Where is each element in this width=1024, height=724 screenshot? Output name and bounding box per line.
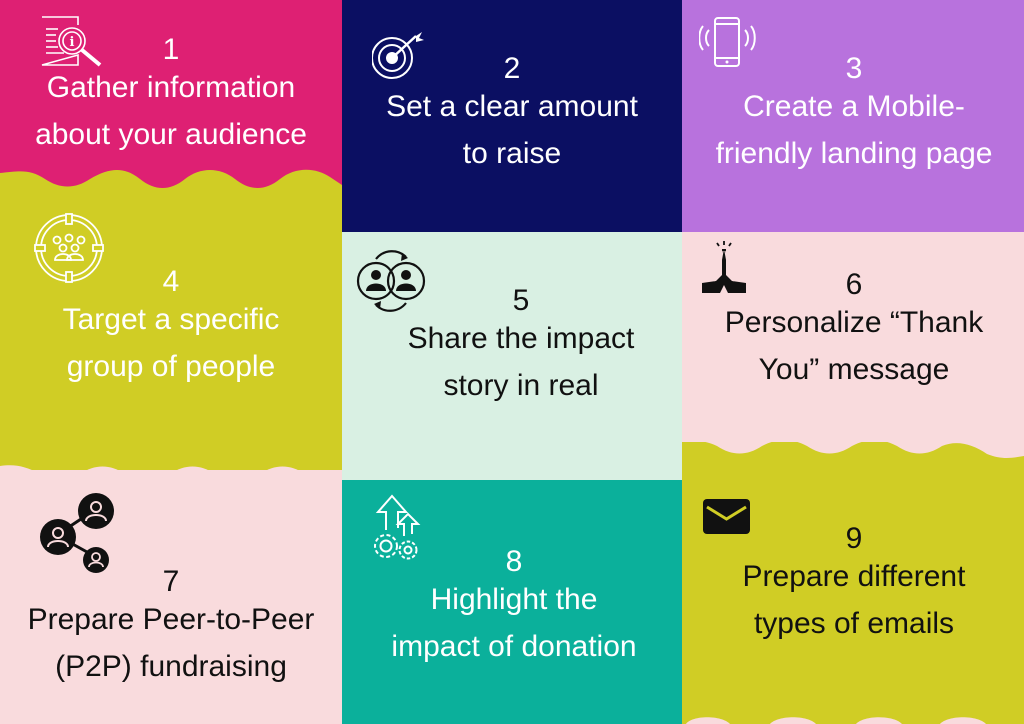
step-title-line1: Share the impact: [407, 322, 635, 355]
step-title-line1: Prepare different: [742, 560, 966, 593]
step-number: 7: [162, 565, 180, 598]
step-number: 8: [505, 545, 523, 578]
column-middle: 2 Set a clear amount to raise 5 Share th…: [342, 0, 682, 724]
step-title-line1: Highlight the: [430, 583, 598, 616]
growth-gears-icon: [374, 494, 421, 560]
wave-divider: [682, 432, 1024, 458]
step-2: 2 Set a clear amount to raise: [342, 52, 682, 177]
mobile-phone-icon: [699, 17, 756, 67]
step-5-background: [342, 232, 682, 480]
step-title-line2: about your audience: [35, 118, 307, 151]
step-title-line2: impact of donation: [391, 630, 637, 663]
step-number: 4: [162, 265, 180, 298]
step-title-line1: Target a specific: [62, 303, 280, 336]
wave-divider: [0, 169, 342, 205]
step-number: 5: [512, 284, 530, 317]
step-number: 2: [503, 52, 521, 85]
step-4: 4 Target a specific group of people: [0, 265, 342, 390]
step-title-line2: story in real: [443, 369, 599, 402]
step-4-background: [0, 200, 342, 470]
step-1-background: [0, 0, 342, 200]
step-7: 7 Prepare Peer-to-Peer (P2P) fundraising: [0, 565, 342, 690]
peer-network-icon: [40, 493, 114, 573]
info-search-icon: i: [41, 16, 102, 67]
step-title-line1: Create a Mobile-: [743, 90, 965, 123]
step-title-line1: Set a clear amount: [386, 90, 638, 123]
step-title-line2: (P2P) fundraising: [55, 650, 287, 683]
step-5: 5 Share the impact story in real: [342, 284, 682, 409]
step-number: 6: [845, 268, 863, 301]
step-title-line1: Gather information: [46, 71, 296, 104]
step-title-line2: types of emails: [753, 607, 955, 640]
target-icon: [372, 32, 424, 79]
step-number: 3: [845, 52, 863, 85]
step-title-line1: Prepare Peer-to-Peer: [27, 603, 315, 636]
step-3: 3 Create a Mobile- friendly landing page: [682, 52, 1024, 177]
svg-text:i: i: [70, 35, 75, 50]
target-group-icon: [34, 213, 104, 283]
envelope-icon: [703, 499, 750, 534]
step-title-line2: friendly landing page: [715, 137, 993, 170]
step-6-background: [682, 232, 1024, 442]
step-title-line2: to raise: [462, 137, 562, 170]
step-number: 1: [162, 33, 180, 66]
step-title-line2: You” message: [758, 353, 950, 386]
step-title-line2: group of people: [66, 350, 276, 383]
step-8: 8 Highlight the impact of donation: [342, 545, 682, 670]
column-left: i 1 Gather information about your audien…: [0, 0, 342, 724]
wave-divider: [686, 717, 986, 724]
step-6: 6 Personalize “Thank You” message: [682, 268, 1024, 393]
share-users-icon: [356, 250, 426, 312]
wave-divider: [0, 465, 342, 492]
step-1: 1 Gather information about your audience: [0, 33, 342, 158]
praying-hands-icon: [702, 241, 746, 293]
step-title-line1: Personalize “Thank: [724, 306, 984, 339]
step-9: 9 Prepare different types of emails: [682, 522, 1024, 647]
step-number: 9: [845, 522, 863, 555]
column-right: 3 Create a Mobile- friendly landing page…: [682, 0, 1024, 724]
